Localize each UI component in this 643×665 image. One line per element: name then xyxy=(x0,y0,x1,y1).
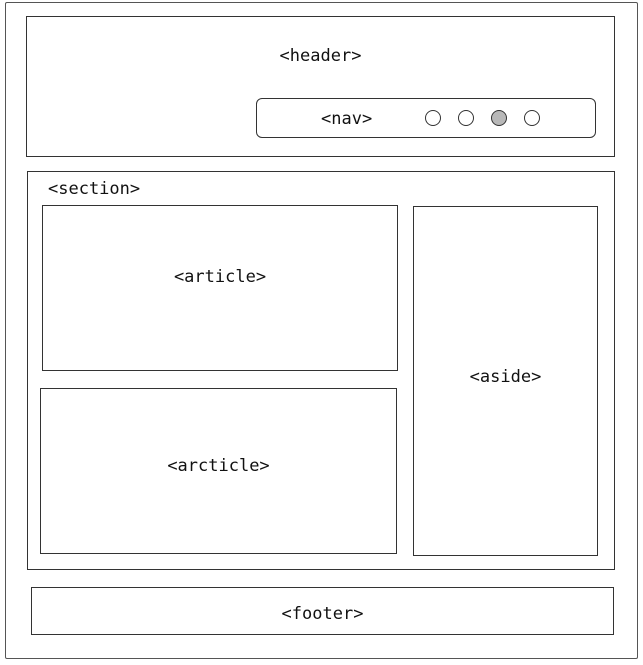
article-label-2: <arcticle> xyxy=(167,456,270,476)
aside-label: <aside> xyxy=(469,367,542,387)
nav-dot-1[interactable] xyxy=(425,110,441,126)
article-block-1: <article> xyxy=(42,205,398,371)
header-block: <header> <nav> xyxy=(26,16,615,157)
footer-block: <footer> xyxy=(31,587,614,635)
section-label: <section> xyxy=(48,179,141,199)
nav-dot-3[interactable] xyxy=(491,110,507,126)
article-block-2: <arcticle> xyxy=(40,388,397,554)
header-label: <header> xyxy=(279,46,362,66)
nav-dot-2[interactable] xyxy=(458,110,474,126)
article-label-1: <article> xyxy=(173,267,267,287)
section-block: <section> <article> <arcticle> <aside> xyxy=(27,171,615,570)
footer-label: <footer> xyxy=(281,604,364,624)
nav-dot-4[interactable] xyxy=(524,110,540,126)
nav-block: <nav> xyxy=(256,98,596,138)
nav-label: <nav> xyxy=(321,109,373,129)
aside-block: <aside> xyxy=(413,206,598,556)
